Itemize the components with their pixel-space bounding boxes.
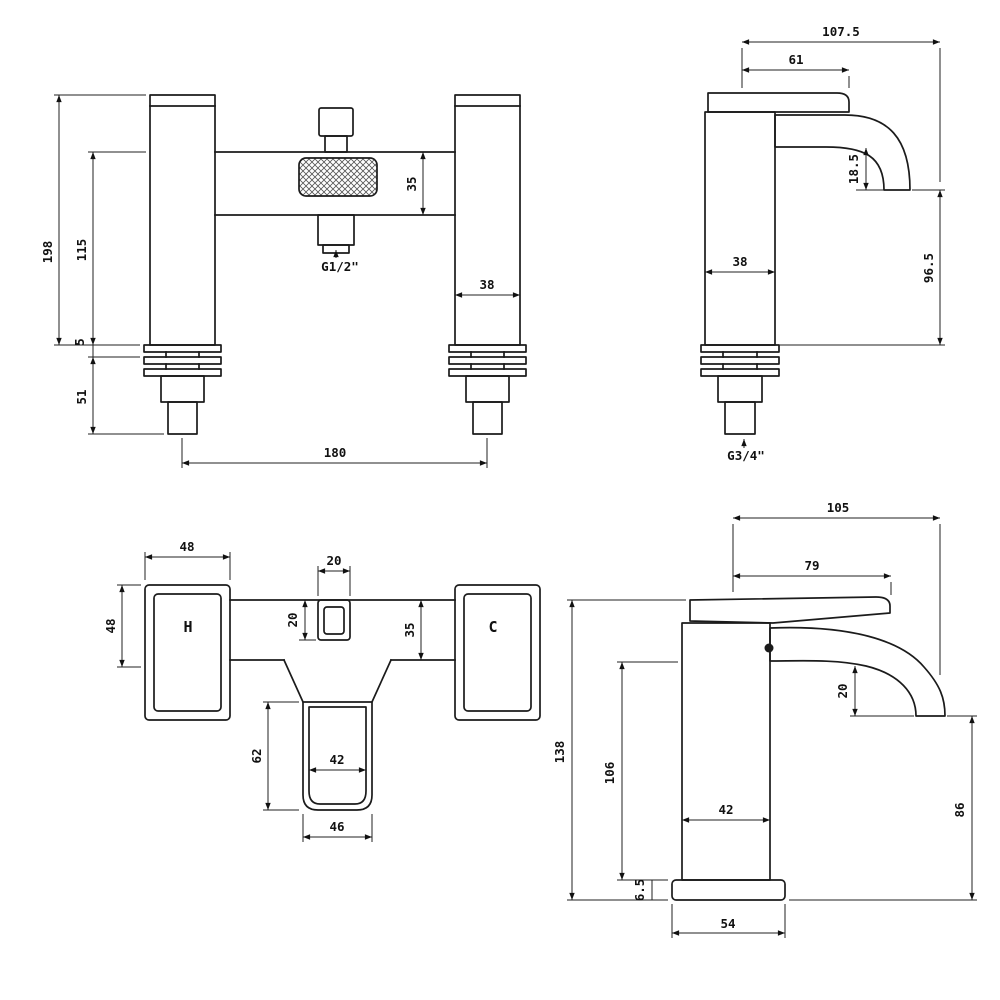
svg-text:79: 79 (804, 558, 819, 573)
side-pillar (704, 111, 776, 346)
svg-text:20: 20 (285, 612, 300, 627)
front-right-pillar (454, 94, 521, 346)
basin-view: 105 79 20 138 106 42 86 (552, 500, 977, 938)
dim-basin-spout-mouth: 20 (835, 666, 914, 717)
dim-plan-handle-width: 48 (144, 539, 231, 580)
side-spout (774, 114, 911, 191)
svg-text:198: 198 (40, 241, 55, 264)
dim-side-handle-projection: 61 (742, 52, 850, 88)
dim-side-spout-lip: 18.5 (846, 148, 884, 191)
svg-text:18.5: 18.5 (846, 154, 861, 184)
dim-plan-spout-inner-width: 42 (309, 752, 366, 773)
dim-side-body-width: 38 (705, 254, 775, 275)
svg-text:51: 51 (74, 389, 89, 404)
svg-text:G3/4": G3/4" (727, 448, 765, 463)
side-handle (707, 92, 850, 113)
dim-front-centres: 180 (181, 438, 488, 468)
diverter-knob (298, 157, 378, 197)
side-view: 107.5 61 18.5 96.5 38 G3/4" (700, 24, 945, 463)
svg-text:G1/2": G1/2" (321, 259, 359, 274)
side-base (700, 344, 780, 435)
front-view: 198 115 5 51 35 38 180 (40, 94, 527, 468)
basin-body (681, 622, 771, 881)
dim-plan-outlet-width: 20 (317, 553, 351, 596)
plan-spout-inner (308, 706, 367, 805)
dim-side-spout-clearance: 96.5 (777, 189, 945, 346)
dim-basin-overall-projection: 105 (732, 500, 941, 675)
plan-cold-handle (454, 584, 541, 721)
basin-handle-pivot (764, 643, 774, 653)
dim-front-pillar-width: 38 (455, 277, 520, 298)
svg-text:20: 20 (835, 683, 850, 698)
dim-basin-base-height: 6.5 (632, 879, 668, 902)
svg-text:105: 105 (827, 500, 850, 515)
plan-view: H C 48 48 20 20 35 62 (103, 539, 541, 842)
svg-text:35: 35 (404, 176, 419, 191)
svg-text:106: 106 (602, 762, 617, 785)
svg-text:35: 35 (402, 622, 417, 637)
front-left-base (143, 344, 222, 435)
dim-front-overall-height: 198 (40, 94, 146, 346)
svg-text:61: 61 (788, 52, 803, 67)
plan-spout-outer (302, 701, 373, 811)
dim-plan-handle-depth: 48 (103, 584, 141, 668)
shower-connector-knob (318, 107, 354, 137)
basin-handle (689, 596, 891, 624)
svg-text:96.5: 96.5 (921, 253, 936, 283)
dim-plan-outlet-depth: 20 (285, 600, 316, 641)
dim-plan-spout-length: 62 (249, 701, 299, 811)
shower-connector-neck (324, 135, 348, 153)
svg-text:62: 62 (249, 748, 264, 763)
front-left-pillar (149, 94, 216, 346)
dim-basin-base-width: 54 (671, 904, 786, 938)
label-front-outlet-thread: G1/2" (321, 250, 359, 274)
svg-text:138: 138 (552, 741, 567, 764)
svg-text:48: 48 (103, 618, 118, 633)
svg-text:46: 46 (329, 819, 344, 834)
dim-basin-overall-height: 138 (552, 599, 686, 901)
dim-front-shank-length: 51 (74, 357, 164, 435)
dim-basin-spout-clearance: 86 (789, 715, 977, 901)
label-side-inlet-thread: G3/4" (727, 439, 765, 463)
plan-body (144, 584, 541, 811)
svg-text:38: 38 (732, 254, 747, 269)
svg-text:48: 48 (179, 539, 194, 554)
svg-text:20: 20 (326, 553, 341, 568)
dim-basin-body-height: 106 (602, 661, 678, 881)
svg-text:180: 180 (324, 445, 347, 460)
label-plan-cold: C (488, 618, 497, 636)
svg-text:6.5: 6.5 (632, 879, 647, 902)
dim-basin-handle-projection: 79 (733, 558, 892, 595)
front-right-base (448, 344, 527, 435)
svg-text:107.5: 107.5 (822, 24, 860, 39)
front-body (143, 94, 527, 435)
basin-base-plate (671, 879, 786, 901)
plan-shower-outlet (317, 599, 351, 641)
svg-text:115: 115 (74, 239, 89, 262)
front-spout-outlet (317, 214, 355, 246)
svg-text:5: 5 (72, 338, 87, 346)
dim-basin-body-width: 42 (682, 802, 770, 823)
label-plan-hot: H (183, 618, 192, 636)
dim-plan-spout-outer-width: 46 (302, 814, 373, 842)
svg-text:86: 86 (952, 802, 967, 817)
svg-text:38: 38 (479, 277, 494, 292)
basin-body-shapes (671, 596, 946, 901)
basin-spout (769, 626, 946, 717)
dim-front-body-height: 115 (74, 151, 146, 345)
plan-hot-handle (144, 584, 231, 721)
side-body (700, 92, 911, 435)
dim-plan-body-depth: 35 (402, 600, 424, 660)
dim-front-bridge-depth: 35 (404, 152, 426, 215)
dim-side-overall-projection: 107.5 (741, 24, 941, 182)
dim-front-deck-gap: 5 (72, 338, 140, 358)
svg-text:54: 54 (720, 916, 735, 931)
svg-text:42: 42 (329, 752, 344, 767)
svg-text:42: 42 (718, 802, 733, 817)
